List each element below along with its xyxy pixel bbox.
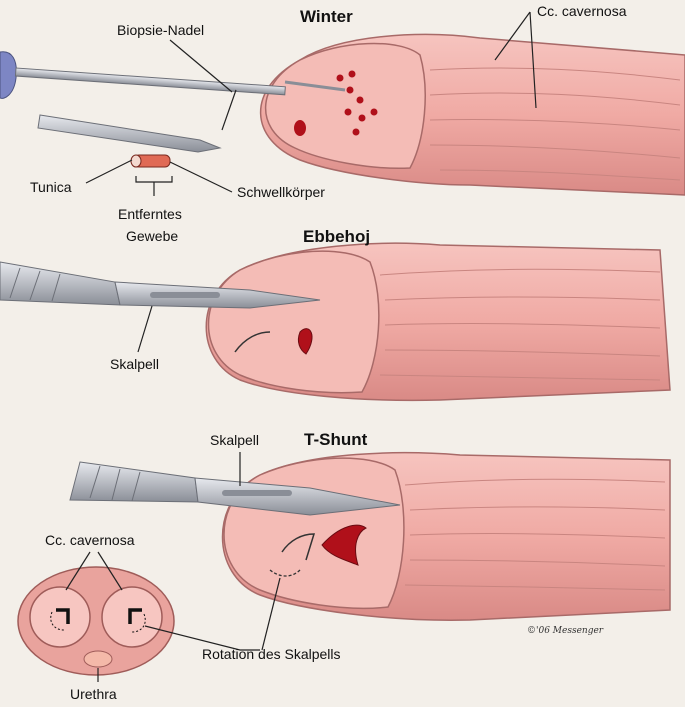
glans-ebbehoj <box>207 250 380 394</box>
cross-section <box>17 566 175 676</box>
incision-ebbehoj <box>297 328 313 355</box>
t-incision-line <box>281 533 316 561</box>
skalpell-label-tshunt: Skalpell <box>210 432 259 448</box>
removed-tissue <box>130 154 171 168</box>
needle-holes <box>294 70 378 136</box>
winter-title: Winter <box>300 7 353 26</box>
tshunt-leader-lines <box>65 551 281 682</box>
skalpell-leader-ebbehoj <box>137 305 153 353</box>
ebbehoj-panel: Ebbehoj Skalpell <box>0 227 671 402</box>
tshunt-title: T-Shunt <box>304 430 368 449</box>
rotation-arrow-glans <box>269 569 301 577</box>
cc-cavernosa-label-top: Cc. cavernosa <box>537 3 627 19</box>
glans-cut-line-ebbehoj <box>234 331 271 353</box>
scalpel-tshunt <box>69 461 401 516</box>
skalpell-label-ebbehoj: Skalpell <box>110 356 159 372</box>
biopsy-needle <box>0 51 346 99</box>
scalpel-ebbehoj <box>0 261 321 309</box>
rotation-label: Rotation des Skalpells <box>202 646 341 662</box>
glans-winter <box>264 42 426 170</box>
glans-tshunt <box>223 457 405 610</box>
shaft-folds-tshunt <box>404 478 666 591</box>
tunica-label: Tunica <box>30 179 72 195</box>
biopsy-needle-tip <box>37 114 222 153</box>
urethra-label: Urethra <box>70 686 117 702</box>
tshunt-panel: T-Shunt Skalpell Cc. cavernosa Urethra R… <box>17 430 671 702</box>
artist-signature: ©'06 Messenger <box>527 626 604 636</box>
cc-cavernosa-label-cross: Cc. cavernosa <box>45 532 135 548</box>
removed-tissue-label-line2: Gewebe <box>126 228 178 244</box>
winter-leader-lines <box>85 11 537 196</box>
shaft-folds-ebbehoj <box>379 268 661 381</box>
biopsy-needle-label: Biopsie-Nadel <box>117 22 204 38</box>
schwellkoerper-label: Schwellkörper <box>237 184 325 200</box>
removed-tissue-label-line1: Entferntes <box>118 206 182 222</box>
shaft-folds-winter <box>429 67 681 181</box>
winter-panel: Winter Biopsie-Nadel Cc. cavernosa Tunic… <box>0 3 685 244</box>
ebbehoj-title: Ebbehoj <box>303 227 370 246</box>
incision-tshunt <box>321 524 367 566</box>
